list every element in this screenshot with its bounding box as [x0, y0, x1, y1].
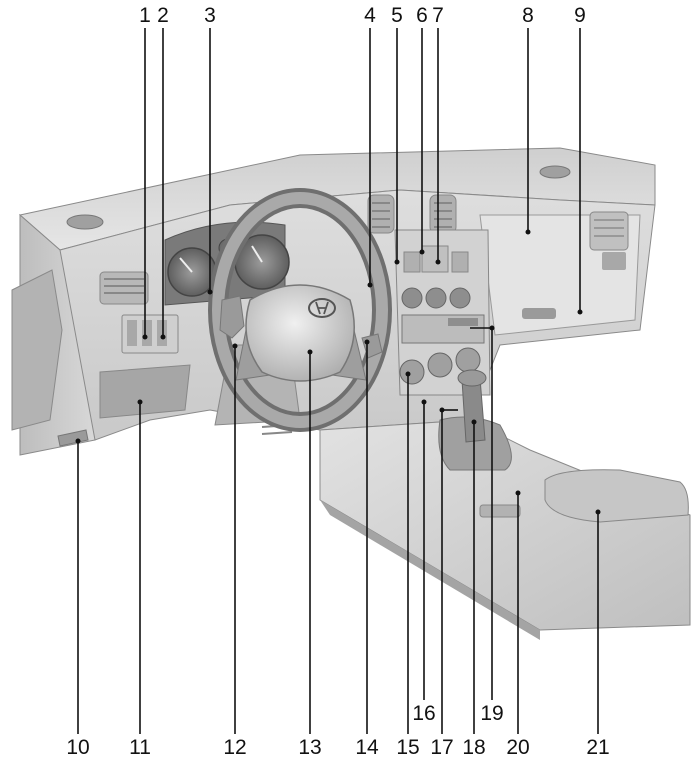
hazard-button [403, 251, 421, 273]
callout-13: 13 [298, 736, 321, 759]
gear-shifter-icon [438, 369, 512, 471]
parking-brake [479, 504, 521, 518]
callout-3: 3 [204, 4, 216, 27]
air-vent-icon [539, 165, 571, 179]
armrest [544, 469, 689, 523]
callout-8: 8 [522, 4, 534, 27]
callout-11: 11 [129, 736, 151, 759]
top-callouts: 1 2 3 4 5 6 7 8 9 [139, 4, 586, 27]
hyundai-logo-icon [308, 298, 336, 318]
callout-5: 5 [391, 4, 403, 27]
callout-2: 2 [157, 4, 169, 27]
door-panel [11, 269, 63, 431]
console-side [320, 500, 540, 640]
callout-12: 12 [223, 736, 246, 759]
glovebox-handle [522, 308, 556, 319]
callout-4: 4 [364, 4, 376, 27]
bottom-callouts: 10 11 12 13 14 15 16 17 18 19 20 21 [66, 702, 609, 759]
air-vent-icon [429, 194, 457, 234]
callout-15: 15 [396, 736, 419, 759]
callout-6: 6 [416, 4, 428, 27]
air-vent-icon [589, 211, 629, 270]
air-vent-icon [367, 194, 395, 234]
air-vent-icon [66, 214, 104, 230]
leader-lines [75, 28, 601, 734]
callout-17: 17 [430, 736, 453, 759]
callout-14: 14 [355, 736, 379, 759]
center-stack [394, 229, 491, 396]
callout-16: 16 [412, 702, 435, 725]
callout-7: 7 [432, 4, 444, 27]
left-switch-panel [121, 314, 179, 354]
fuse-panel-cover [99, 364, 191, 419]
callout-18: 18 [462, 736, 485, 759]
air-vent-icon [99, 271, 149, 305]
callout-21: 21 [586, 736, 609, 759]
callout-1: 1 [139, 4, 151, 27]
hood-release-lever [57, 429, 89, 447]
steering-wheel-icon [208, 188, 392, 432]
callout-9: 9 [574, 4, 586, 27]
callout-10: 10 [66, 736, 89, 759]
light-control-stalk [219, 295, 245, 339]
callout-19: 19 [480, 702, 503, 725]
airbag-hub [245, 284, 355, 382]
clock-display [421, 245, 449, 273]
callout-20: 20 [506, 736, 529, 759]
